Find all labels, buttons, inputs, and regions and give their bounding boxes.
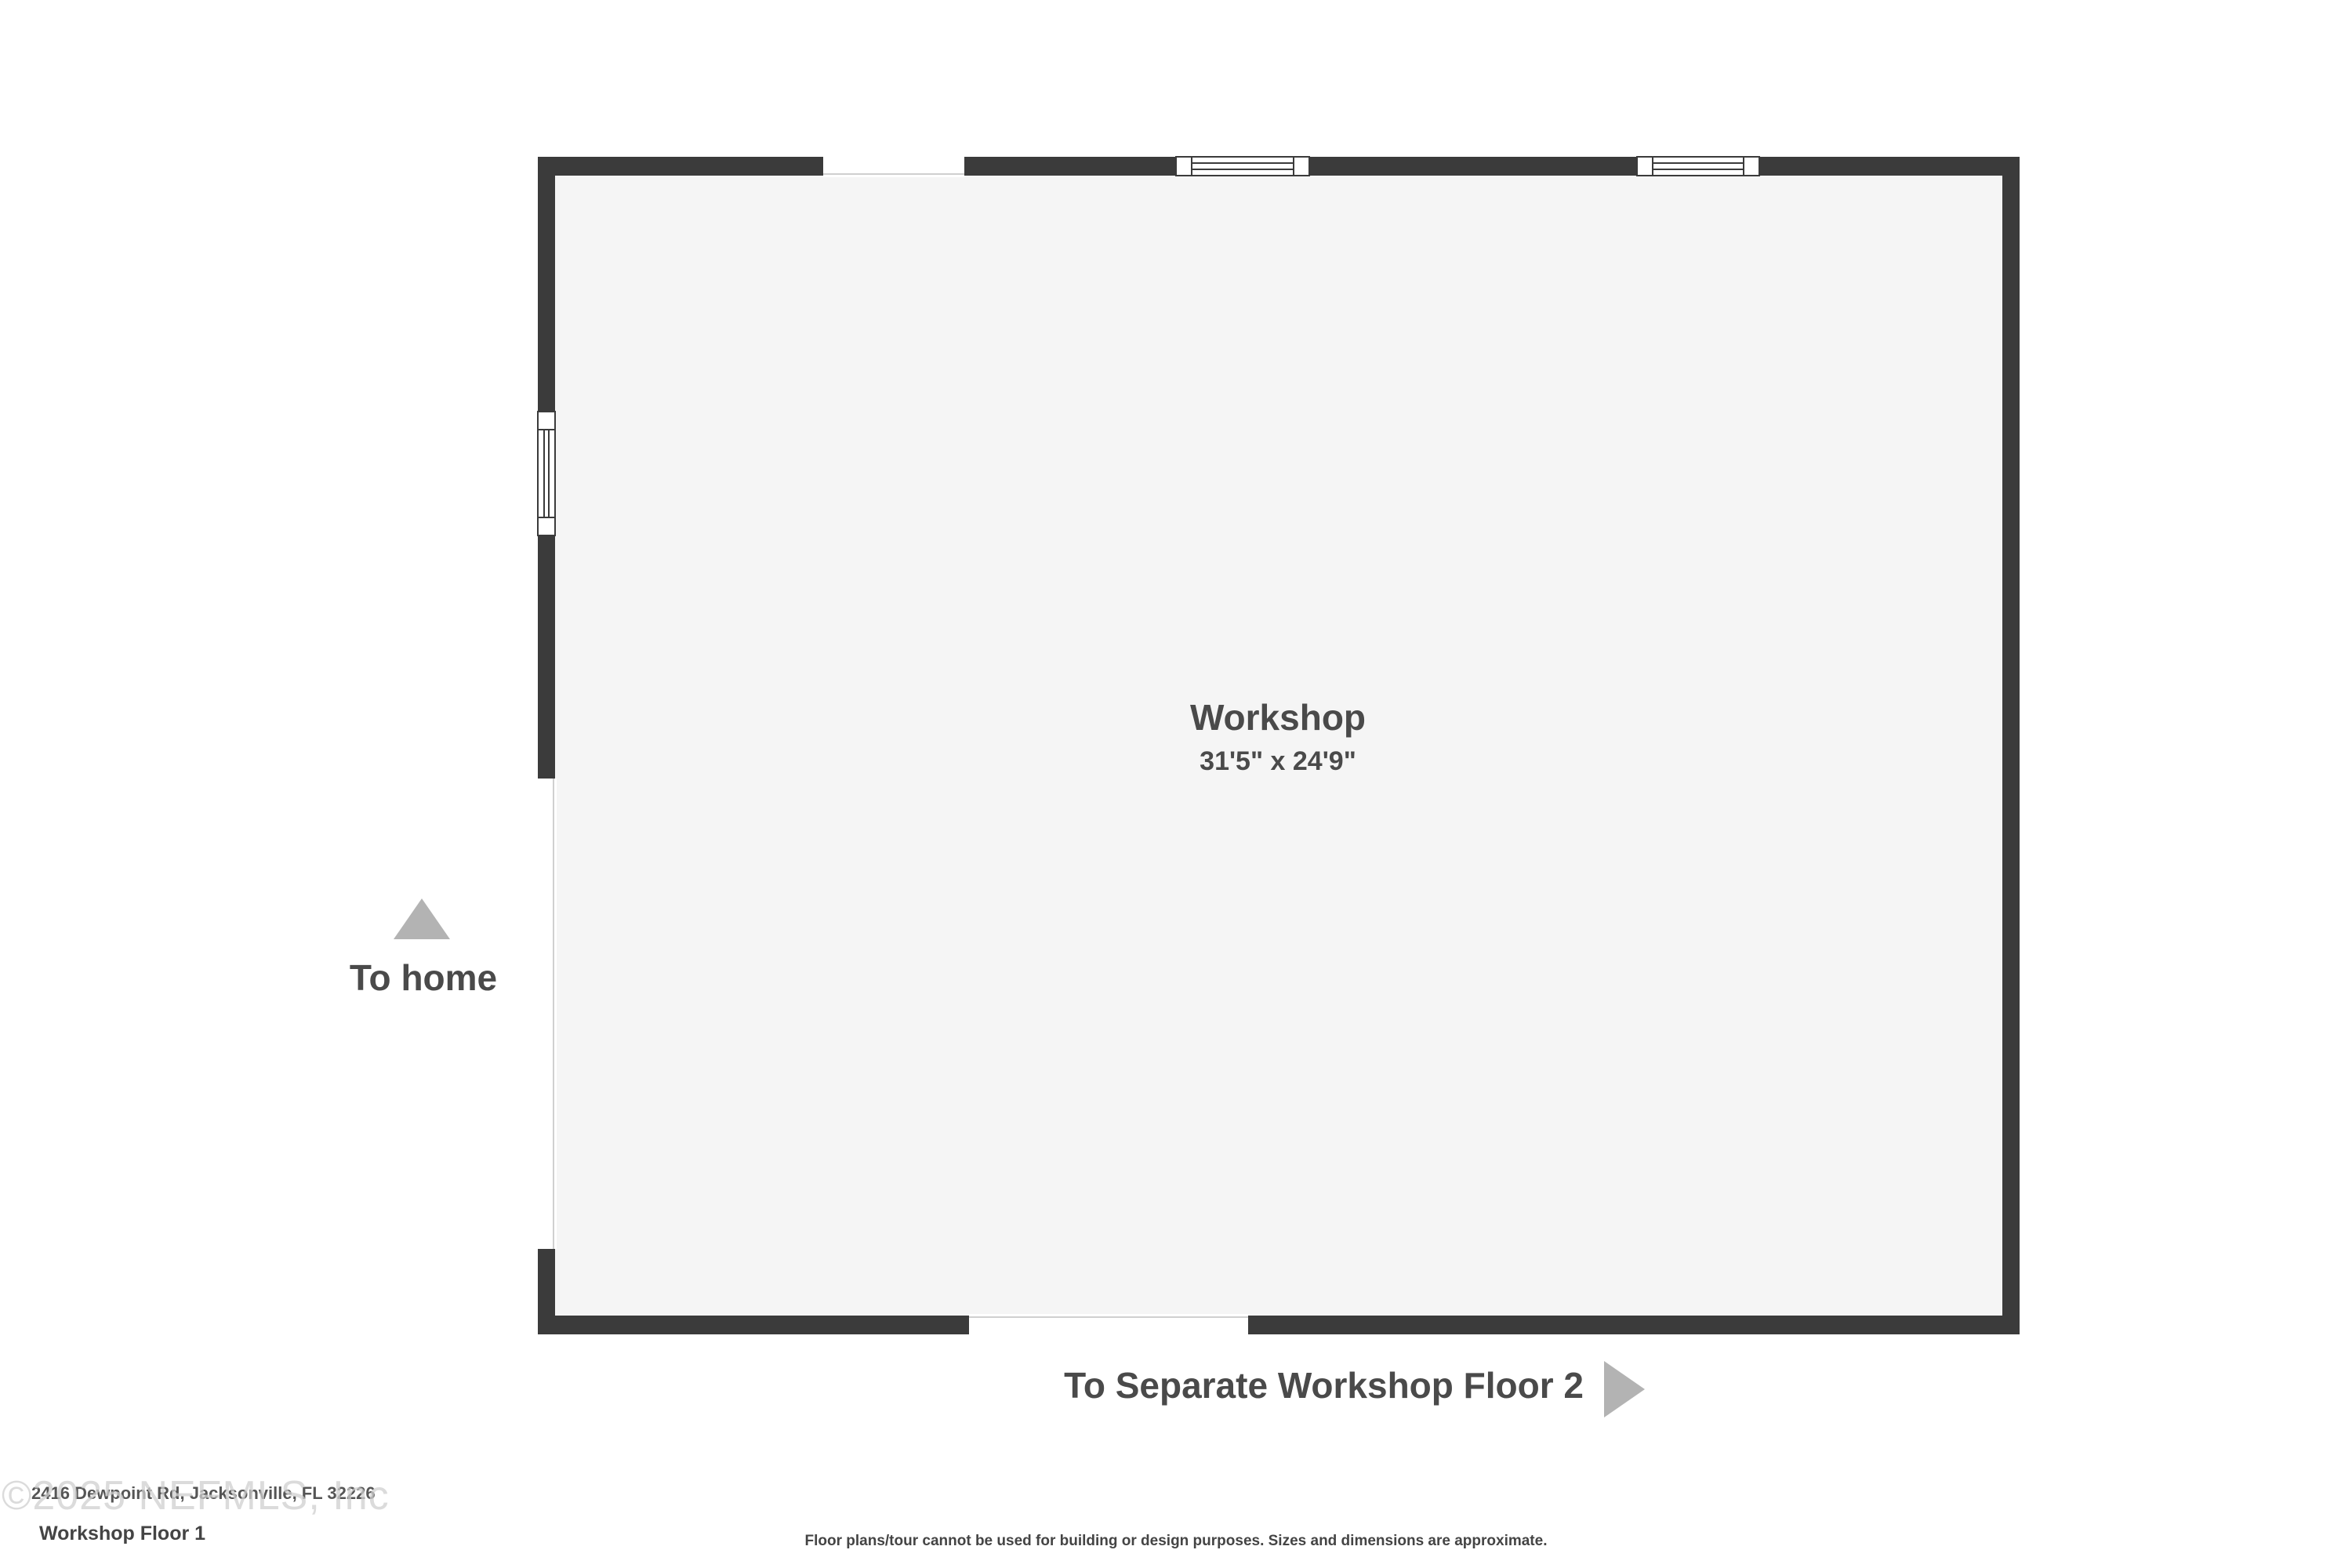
up-arrow-icon[interactable] <box>394 898 450 939</box>
room-dimensions: 31'5" x 24'9" <box>1200 746 1356 776</box>
disclaimer: Floor plans/tour cannot be used for buil… <box>804 1533 1548 1549</box>
bottom-wall <box>538 1316 2020 1334</box>
top-window-2 <box>1636 156 1760 176</box>
room-name: Workshop <box>1189 697 1367 738</box>
floor-label: Workshop Floor 1 <box>39 1523 206 1544</box>
footer-address: 2416 Dewpoint Rd, Jacksonville, FL 32226 <box>31 1483 376 1503</box>
right-wall <box>2002 157 2020 1334</box>
top-window-1 <box>1175 156 1310 176</box>
right-arrow-icon[interactable] <box>1604 1361 1645 1417</box>
to-home-link[interactable]: To home <box>349 957 498 998</box>
left-window <box>537 411 556 536</box>
copyright-watermark: ©2025 NEFMLS, Inc <box>2 1473 390 1519</box>
workshop-floor <box>538 157 2020 1334</box>
to-floor2-link[interactable]: To Separate Workshop Floor 2 <box>1064 1365 1584 1406</box>
